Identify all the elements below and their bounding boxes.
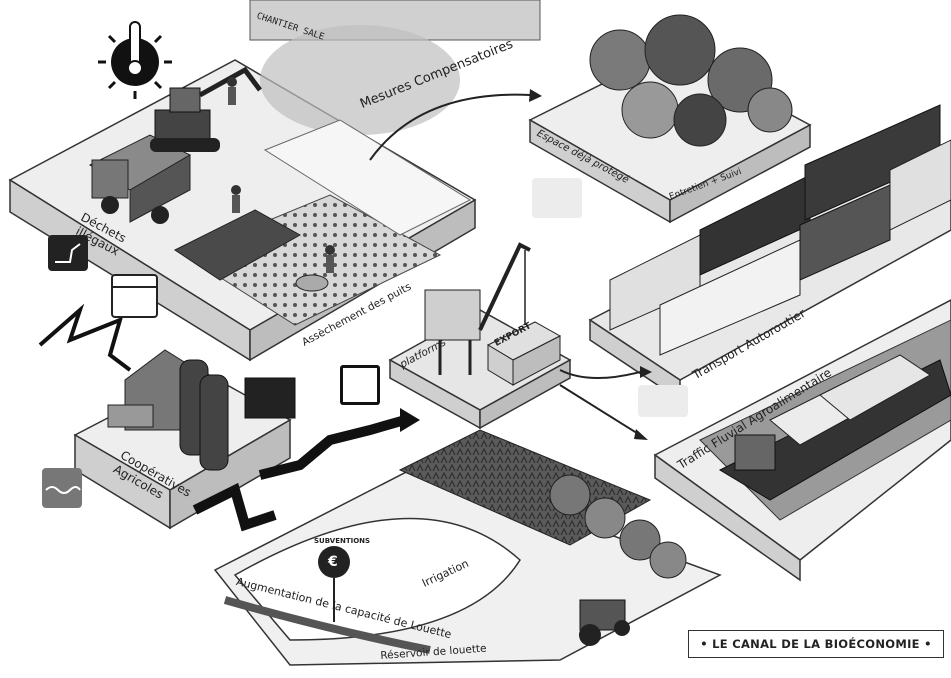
tile-platform	[390, 245, 570, 428]
truck-icon	[638, 385, 688, 417]
well	[296, 275, 328, 291]
tile-cooperative	[75, 350, 295, 528]
calendar-icon	[112, 275, 157, 317]
tractor	[579, 600, 630, 646]
platform-building	[425, 290, 480, 340]
silo-2	[200, 375, 228, 470]
crane-icon	[340, 365, 380, 405]
water-icon	[42, 468, 82, 508]
label-subventions: SUBVENTIONS	[314, 537, 370, 545]
page-title: • LE CANAL DE LA BIOÉCONOMIE •	[700, 637, 932, 651]
thermometer-sun-icon	[98, 22, 172, 99]
title-banner: • LE CANAL DE LA BIOÉCONOMIE •	[688, 630, 944, 658]
label-euro: €	[328, 554, 338, 570]
crane	[480, 245, 530, 330]
people-icon	[532, 178, 582, 218]
flow-arrow-down	[40, 310, 130, 370]
